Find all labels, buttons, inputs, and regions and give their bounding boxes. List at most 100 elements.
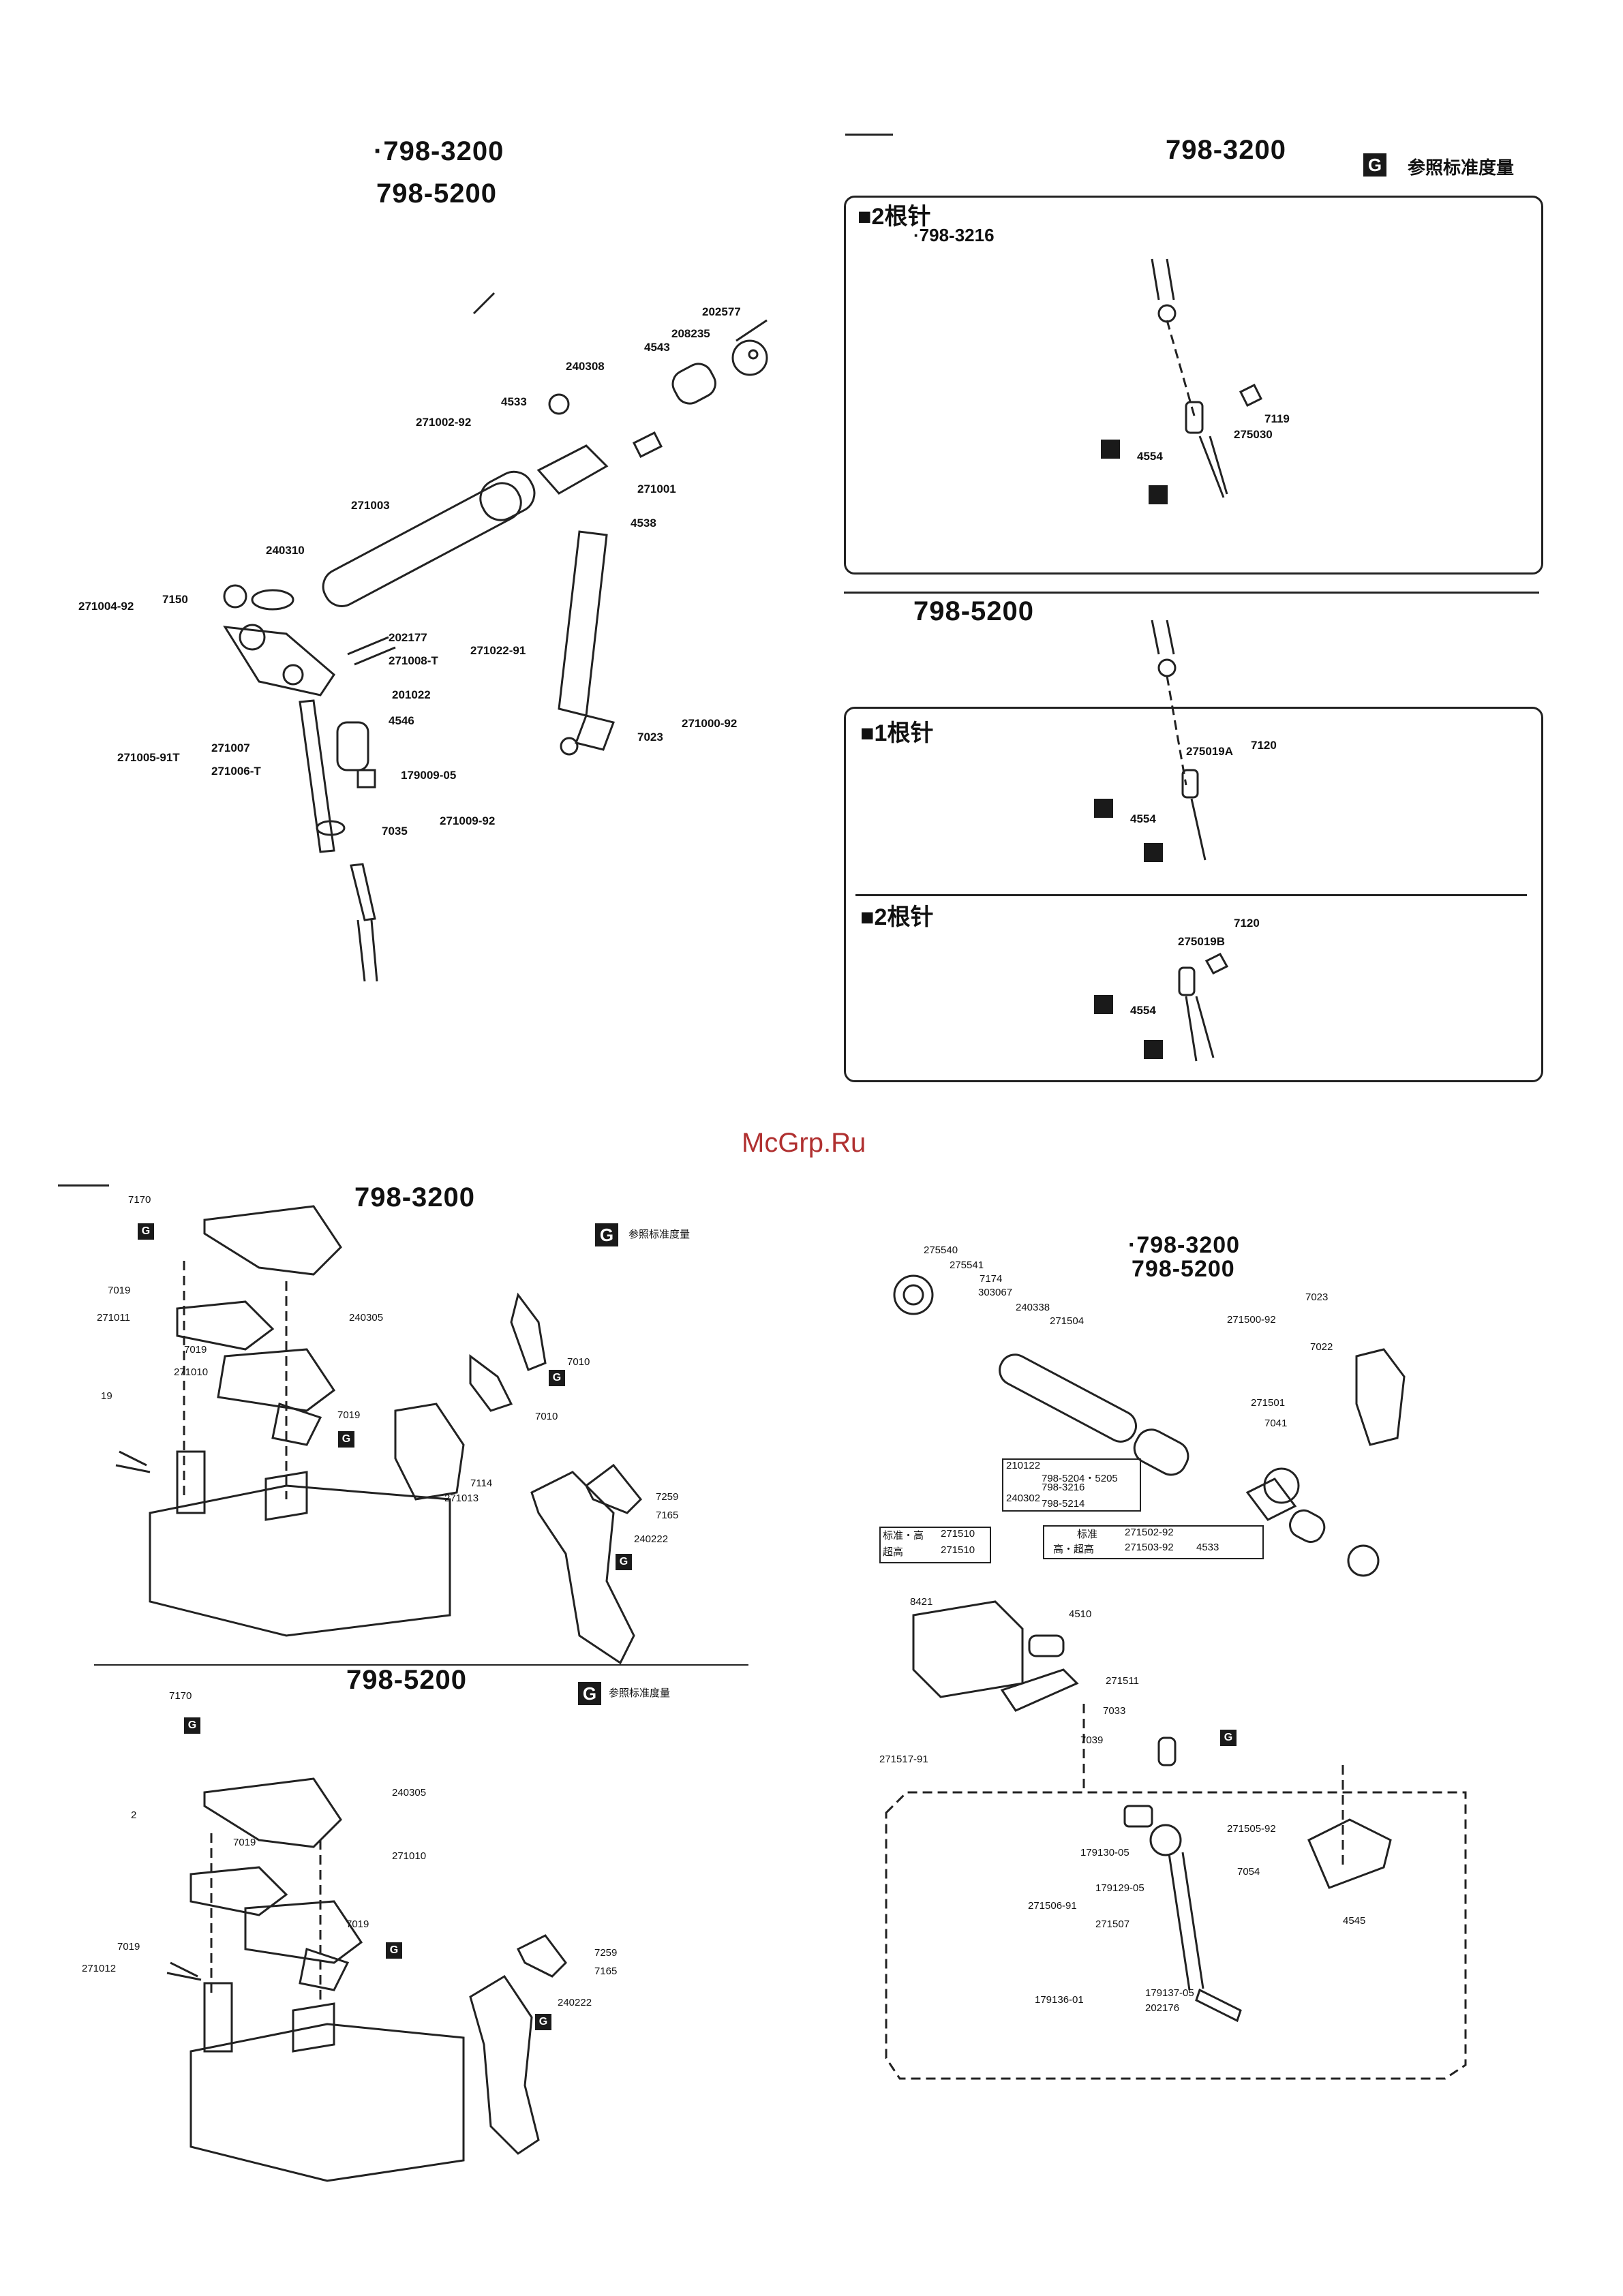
panel-c-art — [1178, 953, 1229, 1062]
part-label: 798-5204・5205 — [1042, 1473, 1118, 1484]
part-label: 271007 — [211, 741, 250, 754]
part-label: 240310 — [266, 544, 305, 557]
part-label: 208235 — [671, 327, 710, 340]
part-label: 240305 — [392, 1787, 427, 1798]
g-marker: G — [616, 1554, 632, 1570]
part-label: 4543 — [644, 341, 670, 354]
part-label: 标准・高 — [883, 1530, 924, 1542]
part-label: 7259 — [656, 1491, 679, 1503]
part-label: 240222 — [558, 1997, 592, 2008]
part-label: 271511 — [1106, 1675, 1139, 1687]
part-label: 798-5214 — [1042, 1498, 1085, 1510]
bottom-left-art-b — [166, 1777, 567, 2182]
part-label: 240302 — [1006, 1493, 1041, 1504]
part-label: 201022 — [392, 688, 431, 701]
section-rule — [58, 1184, 109, 1187]
part-label: 275019B — [1178, 935, 1226, 948]
panel-a-art — [1151, 258, 1263, 498]
part-label: 7054 — [1237, 1866, 1260, 1878]
part-label: 271008-T — [389, 654, 438, 667]
g-marker: G — [549, 1370, 565, 1386]
section-rule — [855, 894, 1527, 896]
part-label: 标准 — [1077, 1529, 1098, 1540]
part-label: 高・超高 — [1053, 1544, 1095, 1555]
model-number-a: ·798-3200 — [374, 136, 504, 166]
part-label: 271502-92 — [1125, 1527, 1174, 1538]
watermark: McGrp.Ru — [742, 1128, 866, 1158]
part-label: 271506-91 — [1028, 1900, 1077, 1912]
panel-two-needle-a — [844, 196, 1543, 575]
part-label: 2 — [131, 1809, 137, 1821]
g-marker: G — [338, 1431, 354, 1448]
part-label: 271503-92 — [1125, 1542, 1174, 1553]
part-label: 7041 — [1264, 1418, 1288, 1429]
part-label: 271022-91 — [470, 644, 526, 657]
part-label: 240308 — [566, 360, 605, 373]
model-number-b: 798-5200 — [346, 1665, 468, 1695]
model-number-a: ·798-3200 — [1128, 1232, 1241, 1258]
part-label: 798-3216 — [1042, 1482, 1085, 1493]
marker-square — [1149, 485, 1168, 504]
part-label: 7120 — [1234, 917, 1260, 930]
part-label: 7023 — [1305, 1291, 1329, 1303]
marker-square — [1094, 799, 1113, 818]
part-label: 275030 — [1234, 428, 1273, 441]
part-label: 271004-92 — [78, 600, 134, 613]
part-label: 179009-05 — [401, 769, 457, 782]
part-label: 7019 — [184, 1344, 207, 1356]
part-label: 7023 — [637, 731, 663, 744]
panel-heading: ■2根针 — [858, 204, 931, 230]
part-label: 202177 — [389, 631, 427, 644]
model-number: 798-3200 — [1166, 135, 1287, 165]
part-label: 271003 — [351, 499, 390, 512]
part-label: 7150 — [162, 593, 188, 606]
part-label: 303067 — [978, 1287, 1013, 1298]
reference-badge: G — [1363, 153, 1386, 177]
reference-text: 参照标准度量 — [1408, 157, 1515, 178]
part-label: 271009-92 — [440, 814, 496, 827]
part-label: 202577 — [702, 305, 741, 318]
part-label: 7022 — [1310, 1341, 1333, 1353]
part-label: 240305 — [349, 1312, 384, 1323]
part-label: 271500-92 — [1227, 1314, 1276, 1326]
part-label: 271010 — [174, 1366, 209, 1378]
bottom-left-art-a — [115, 1205, 643, 1665]
part-label: 271010 — [392, 1850, 427, 1862]
model-number-b: 798-5200 — [1132, 1256, 1235, 1282]
part-label: 179129-05 — [1095, 1882, 1144, 1894]
marker-square — [1144, 843, 1163, 862]
model-number-b: 798-5200 — [913, 596, 1035, 626]
part-label: 7019 — [346, 1918, 369, 1930]
part-label: 240338 — [1016, 1302, 1050, 1313]
part-label: 4554 — [1130, 1004, 1156, 1017]
part-label: 271006-T — [211, 765, 261, 778]
g-marker: G — [535, 2014, 551, 2030]
part-label: 4510 — [1069, 1608, 1092, 1620]
section-rule — [845, 134, 893, 136]
part-label: 7259 — [594, 1947, 618, 1959]
part-label: 7039 — [1080, 1734, 1104, 1746]
part-label: 7170 — [169, 1690, 192, 1702]
g-marker: G — [1220, 1730, 1237, 1746]
part-label: 271005-91T — [117, 751, 180, 764]
variant-box — [879, 1527, 991, 1563]
part-label: 275540 — [924, 1244, 958, 1256]
part-label: 4545 — [1343, 1915, 1366, 1927]
part-label: 179130-05 — [1080, 1847, 1129, 1858]
part-label: 271510 — [941, 1528, 975, 1540]
part-label: 7120 — [1251, 739, 1277, 752]
marker-square — [1144, 1040, 1163, 1059]
part-label: 271011 — [97, 1312, 130, 1323]
part-label: 7033 — [1103, 1705, 1126, 1717]
part-label: 275019A — [1186, 745, 1234, 758]
part-label: 271505-92 — [1227, 1823, 1276, 1835]
model-number-b: 798-5200 — [376, 179, 498, 209]
part-label: 210122 — [1006, 1460, 1041, 1471]
part-label: 7035 — [382, 825, 408, 838]
part-label: 271000-92 — [682, 717, 738, 730]
part-label: 271510 — [941, 1544, 975, 1556]
model-number-a: 798-3200 — [354, 1182, 476, 1212]
part-label: 7019 — [108, 1285, 131, 1296]
part-label: 271002-92 — [416, 416, 472, 429]
